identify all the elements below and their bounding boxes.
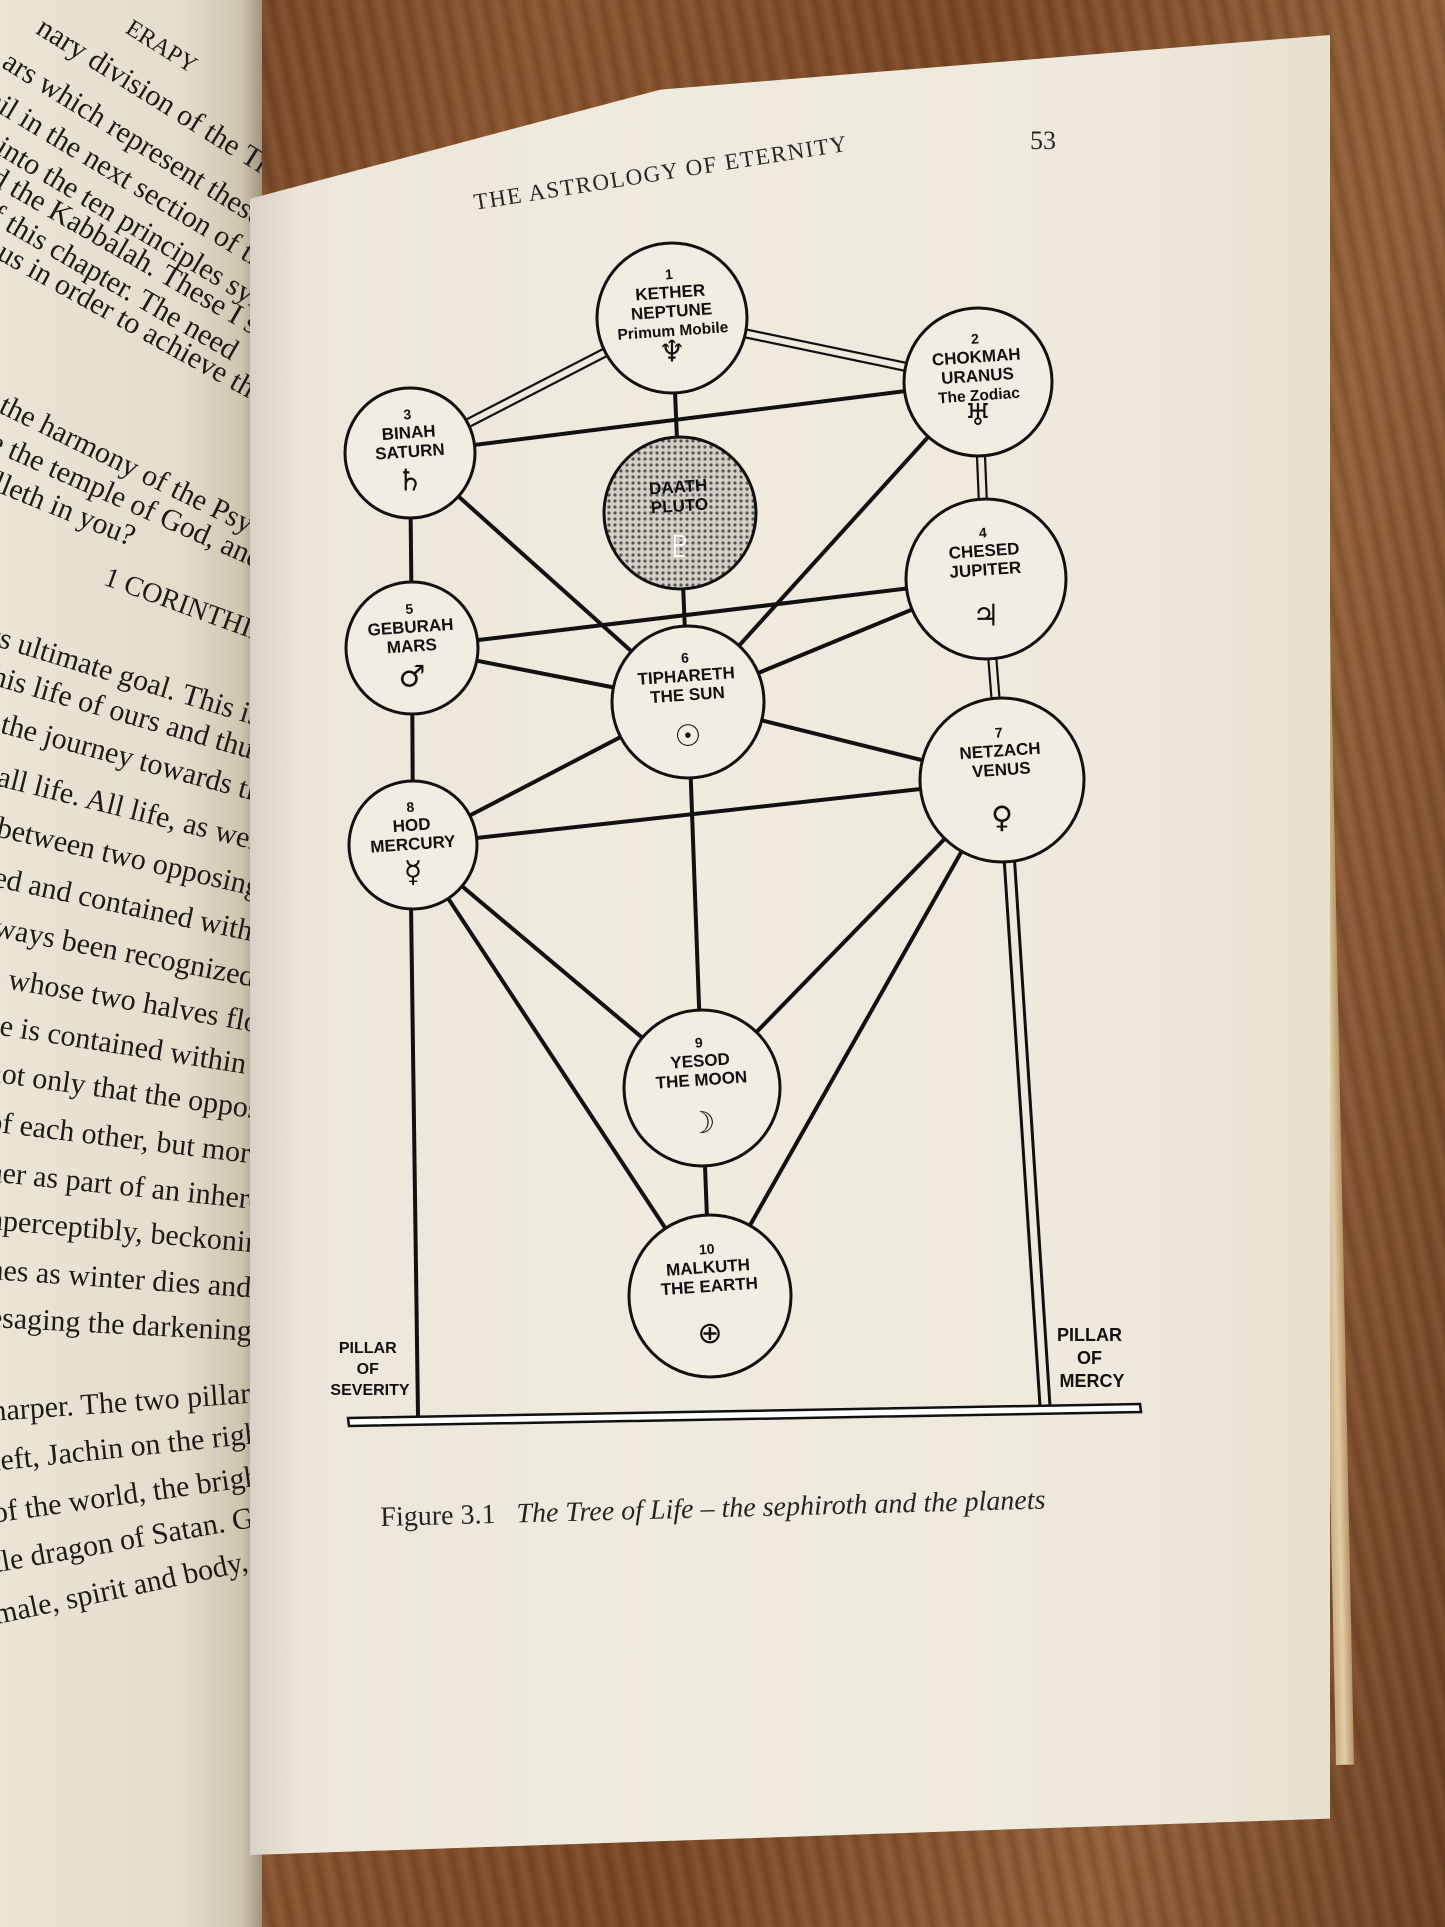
sephira-label: HOD: [392, 814, 431, 836]
page-number: 53: [1030, 126, 1056, 155]
pillar-severity-label: PILLAR OF SEVERITY: [330, 1340, 409, 1399]
sephira-circle: [347, 779, 479, 911]
planet-symbol-icon: ♂: [399, 659, 426, 694]
sephira-number: 9: [694, 1034, 703, 1051]
planet-symbol-icon: ☽: [689, 1106, 716, 1141]
sephira-label: MARS: [386, 635, 437, 657]
pillar-mercy-line-a: [1002, 856, 1042, 1407]
pillar-mercy-label: PILLAR OF MERCY: [1057, 1325, 1127, 1391]
sephira-number: 8: [406, 799, 415, 816]
sephira-number: 7: [994, 724, 1003, 741]
sephira-circle: [627, 1213, 793, 1379]
figure-label: Figure 3.1: [380, 1498, 496, 1533]
sephira-number: 1: [664, 266, 673, 283]
sephira-circle: [918, 696, 1086, 864]
planet-symbol-icon: ♀: [991, 801, 1013, 836]
sephira-label: JUPITER: [949, 558, 1022, 582]
sephira-label: BINAH: [381, 421, 436, 444]
sephira-number: 3: [403, 406, 412, 423]
planet-symbol-icon: ⊕: [697, 1316, 722, 1351]
path-binah-chokmah: [409, 380, 979, 455]
sephira-label: DAATH: [648, 476, 707, 499]
sephira-label: SATURN: [375, 440, 446, 464]
pillars-base: [346, 1402, 1143, 1428]
sephira-label: CHESED: [948, 539, 1020, 563]
planet-symbol-icon: ♄: [397, 464, 424, 499]
planet-symbol-icon: ☉: [675, 719, 702, 754]
sephira-number: 5: [405, 601, 414, 618]
planet-symbol-icon: ♆: [659, 335, 686, 370]
path-geburah-chesed: [411, 577, 987, 650]
planet-symbol-icon: ♇: [667, 530, 694, 565]
sephira-label: KETHER: [635, 281, 706, 305]
sephira-number: 10: [698, 1240, 715, 1257]
sephira-circle: [595, 241, 749, 395]
sephira-label: YESOD: [670, 1049, 731, 1072]
sephira-circle: [622, 1008, 782, 1168]
pillar-mercy-line-b: [1012, 851, 1052, 1407]
sephira-number: 2: [971, 330, 980, 347]
sephira-label: The Zodiac: [938, 385, 1021, 408]
sephira-circle: [610, 624, 766, 780]
path-hod-malkuth: [411, 843, 712, 1298]
sephira-circle: [344, 580, 480, 716]
pillar-labels: PILLAR OF SEVERITY PILLAR OF MERCY: [330, 1325, 1127, 1399]
pillars-layer: [346, 851, 1143, 1428]
sephira-number: 4: [978, 524, 987, 541]
sephira-label: VENUS: [971, 758, 1031, 781]
path-netzach-malkuth: [708, 779, 1004, 1297]
planet-symbol-icon: ☿: [404, 855, 422, 890]
planet-symbol-icon: ♅: [965, 398, 992, 433]
sephira-label: PLUTO: [650, 495, 708, 518]
sephira-circle: [602, 435, 758, 591]
sephira-circle: [902, 306, 1054, 458]
planet-symbol-icon: ♃: [973, 598, 1000, 633]
pillar-severity-line: [409, 903, 420, 1417]
sephira-circle: [904, 497, 1068, 661]
path-hod-netzach: [412, 778, 1003, 847]
sephira-circle: [343, 386, 477, 520]
sephira-number: 6: [680, 649, 689, 666]
